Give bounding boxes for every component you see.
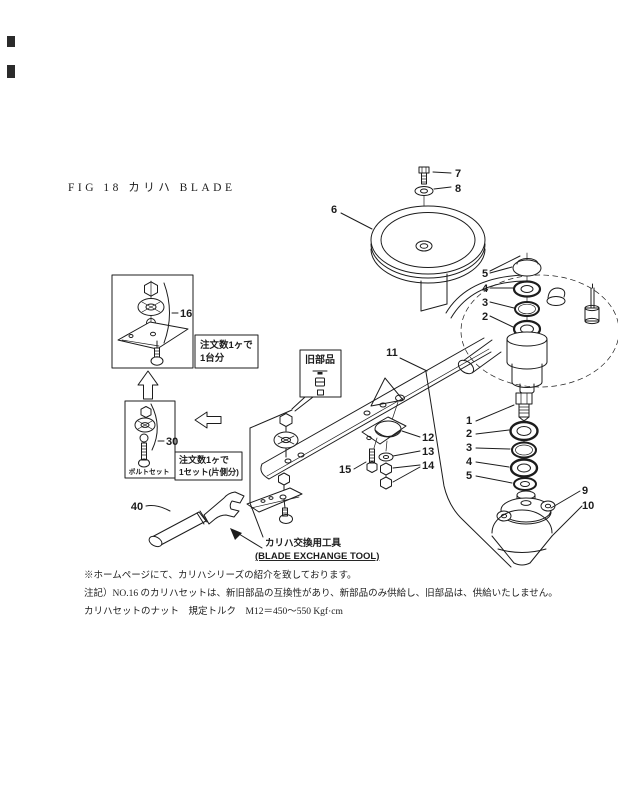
pulley: 6: [331, 204, 486, 312]
footnote-note16: 注記）NO.16 のカリハセットは、新旧部品の互換性があり、新部品のみ供給し、旧…: [84, 587, 558, 599]
deck-pin: [584, 283, 600, 325]
old-blade-attachment: [246, 413, 303, 524]
mount-bolt-and-washer: 7 8: [414, 166, 461, 245]
part-label-7: 7: [455, 168, 461, 180]
blade-bar: 11: [260, 337, 492, 480]
deck-skirt-edge: [425, 371, 512, 568]
part-label-5-upper: 5: [482, 268, 488, 280]
support-cup-assembly: 12 13 14 15: [339, 401, 435, 490]
order-note-bolt-set: 注文数1ヶで 1セット(片側分): [174, 451, 243, 481]
upper-bearing-stack: 5 4 3 2: [482, 252, 542, 339]
part-label-9: 9: [582, 485, 588, 497]
old-screw-icon: [312, 370, 328, 375]
footnotes: ※ホームページにて、カリハシリーズの紹介を致しております。 注記）NO.16 の…: [84, 569, 558, 617]
order-note-line1: 注文数1ヶで: [179, 454, 229, 465]
part-label-11: 11: [386, 347, 398, 359]
part-label-4-upper: 4: [482, 283, 489, 295]
order-note-line1: 注文数1ヶで: [200, 339, 253, 351]
part-label-1: 1: [466, 415, 472, 427]
tool-label-jp: カリハ交換用工具: [265, 537, 342, 549]
bolt-set-caption: ボルトセット: [129, 467, 170, 476]
order-note-line2: 1台分: [200, 352, 225, 364]
part-label-30: 30: [166, 436, 178, 448]
blade-set-box: 16: [111, 274, 194, 369]
part-label-6: 6: [331, 204, 337, 216]
bolt-set-box: ボルトセット 30: [124, 400, 178, 479]
order-note-line2: 1セット(片側分): [179, 467, 239, 477]
mower-deck: [425, 274, 618, 568]
part-label-3-upper: 3: [482, 297, 488, 309]
pointer-arrowhead: [230, 528, 242, 540]
tool-label-en: (BLADE EXCHANGE TOOL): [255, 551, 379, 562]
part-label-12: 12: [422, 432, 434, 444]
lower-bearing-stack: 2 3 4 5: [466, 419, 539, 498]
old-parts-callout: 旧部品: [291, 349, 342, 412]
arrow-up-icon: [137, 370, 159, 400]
spindle-housing: [506, 331, 548, 395]
blade-exchange-tool: 40: [131, 491, 263, 549]
part-label-3-lower: 3: [466, 442, 472, 454]
part-label-15: 15: [339, 464, 351, 476]
order-note-blade-set: 注文数1ヶで 1台分: [194, 334, 259, 369]
part-label-4-lower: 4: [466, 456, 473, 468]
deck-hook: [546, 287, 566, 306]
figure-title: FIG 18 カリハ BLADE: [68, 181, 236, 194]
footnote-homepage: ※ホームページにて、カリハシリーズの紹介を致しております。: [84, 569, 357, 581]
part-label-14: 14: [422, 460, 435, 472]
part-label-40: 40: [131, 501, 143, 513]
old-small-nut-icon: [317, 389, 324, 396]
tool-label: カリハ交換用工具 (BLADE EXCHANGE TOOL): [249, 409, 379, 562]
old-nut-icon: [315, 377, 325, 387]
pivot-tube: [457, 339, 502, 375]
part-label-16: 16: [180, 308, 192, 320]
old-parts-label: 旧部品: [305, 353, 335, 366]
scan-artifacts: [7, 36, 15, 78]
part-label-5-lower: 5: [466, 470, 472, 482]
cone: 10: [491, 500, 594, 566]
footnote-torque: カリハセットのナット 規定トルク M12＝450～550 Kgf·cm: [84, 605, 343, 617]
part-label-8: 8: [455, 183, 461, 195]
part-label-2-lower: 2: [466, 428, 472, 440]
part-label-10: 10: [582, 500, 594, 512]
part-label-13: 13: [422, 446, 434, 458]
arrow-left-icon: [194, 411, 222, 429]
blade-holder: 9: [496, 485, 588, 525]
part-label-2-upper: 2: [482, 311, 488, 323]
